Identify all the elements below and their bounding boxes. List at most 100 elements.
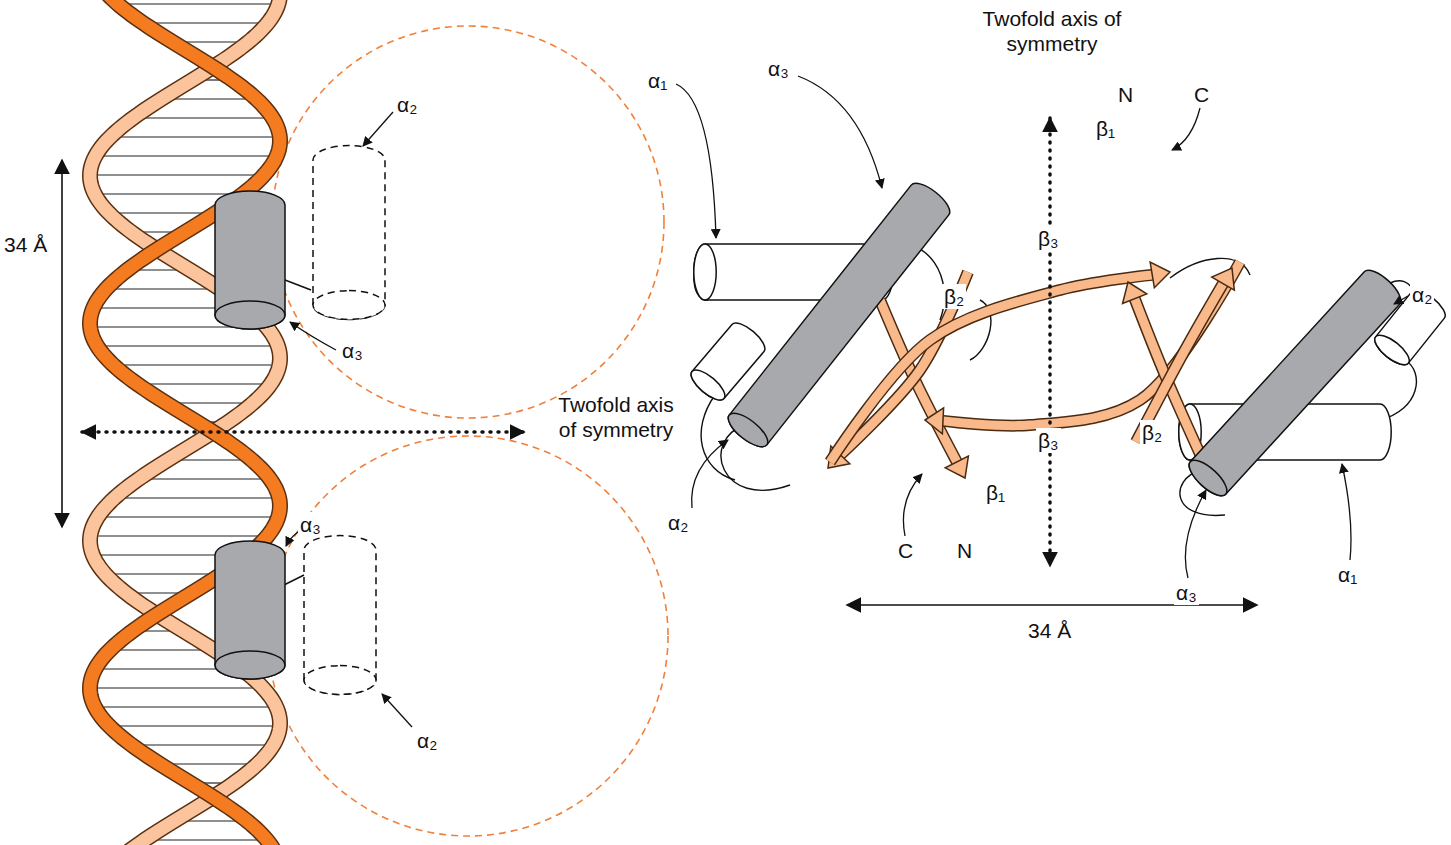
base-pair (118, 649, 206, 650)
base-pair (113, 573, 214, 574)
strand-label: β₂ (1140, 420, 1164, 445)
base-pair (98, 687, 255, 688)
dna-strand (90, 0, 280, 845)
base-pair (168, 763, 250, 764)
leader-line (382, 694, 412, 727)
strand-outline (90, 0, 280, 845)
strand-label: β₁ (984, 480, 1007, 505)
cylinder-cap (1184, 455, 1232, 502)
base-pair (140, 744, 266, 745)
helix-label: α₃ (298, 512, 323, 537)
base-pair (147, 478, 262, 479)
helix-label: α₃ (1174, 580, 1199, 605)
base-pair (103, 706, 268, 707)
axis-label: Twofold axis of symmetry (972, 6, 1132, 56)
cylinder-cap (313, 291, 385, 320)
cylinder-cap (694, 244, 716, 300)
helix-cylinder (215, 541, 285, 679)
base-pair (105, 345, 270, 346)
helix-label: α₂ (395, 92, 419, 117)
protein-dimer (687, 178, 1450, 516)
cylinder-cap (723, 408, 773, 453)
leader-line (676, 84, 716, 238)
strand-body (943, 262, 1240, 426)
base-pair (118, 136, 272, 137)
base-pair (181, 41, 241, 42)
cylinder-body (215, 191, 285, 329)
cylinder-cap (687, 365, 730, 405)
strand-arrowhead (1150, 262, 1170, 288)
base-pair (117, 212, 208, 213)
loop (701, 395, 735, 480)
base-pair (169, 98, 248, 99)
base-pair (98, 174, 256, 175)
terminus-label: N (955, 538, 974, 563)
cylinder-body (313, 146, 385, 320)
leader-line (692, 440, 728, 508)
leader-line (363, 112, 393, 146)
leader-line (1185, 490, 1206, 578)
base-pair (106, 516, 270, 517)
base-pair (176, 459, 244, 460)
helix-cylinder (1184, 265, 1406, 502)
base-pair (141, 117, 265, 118)
symmetry-axis (82, 430, 524, 434)
helix-label: α₃ (766, 56, 791, 81)
leader-line (286, 532, 298, 546)
axis-label: Twofold axis of symmetry (556, 392, 676, 442)
leader-line (1394, 296, 1408, 304)
helix-cylinder (304, 536, 376, 695)
base-pair (151, 22, 260, 23)
cylinder-cap (1370, 330, 1413, 369)
base-pair (153, 839, 259, 840)
linker (285, 280, 311, 290)
leader-line (798, 76, 882, 188)
strand-arrowhead (1123, 282, 1147, 304)
helix-label: α₁ (1336, 562, 1359, 587)
helix-label: α₂ (1410, 282, 1434, 307)
base-pair (103, 193, 235, 194)
base-pair (126, 3, 270, 4)
strand-outline (943, 262, 1240, 426)
helix-cylinder (313, 146, 385, 320)
beta-strand (1136, 268, 1234, 442)
cylinder-body (723, 178, 955, 453)
dashed-circle (268, 436, 668, 836)
cylinder-body (1184, 265, 1406, 502)
strand-label: β₁ (1094, 116, 1117, 141)
helix-label: α₁ (646, 68, 669, 93)
base-pair (117, 725, 272, 726)
cylinder-body (304, 536, 376, 695)
cylinder-body (215, 541, 285, 679)
cylinder-cap (304, 666, 376, 695)
recognition-helices (215, 146, 385, 695)
strand-label: β₂ (942, 284, 966, 309)
base-pair (182, 820, 239, 821)
linker (284, 575, 304, 585)
cylinder-cap (215, 651, 285, 679)
helix-label: α₂ (666, 510, 690, 535)
dna-strand (90, 0, 280, 845)
strand-body (1136, 284, 1223, 442)
helix-cylinder (215, 191, 285, 329)
symmetry-axis (1048, 118, 1052, 566)
dimension-label: 34 Å (1026, 618, 1073, 643)
strand-label: β₃ (1036, 226, 1061, 251)
strand-outline (90, 0, 280, 845)
strand-arrowhead (1212, 268, 1235, 290)
base-pair (174, 402, 245, 403)
terminus-label: C (896, 538, 915, 563)
strand-outline (1136, 284, 1223, 442)
terminus-label: N (1116, 82, 1135, 107)
dna-helix (90, 0, 280, 845)
dimension-arrow (61, 160, 63, 527)
terminus-label: C (1192, 82, 1211, 107)
helix-label: α₃ (340, 338, 365, 363)
dashed-circle (272, 26, 664, 418)
strand-label: β₃ (1036, 428, 1061, 453)
base-pair (123, 497, 272, 498)
cylinder-cap (215, 301, 285, 329)
strand-arrowhead (945, 456, 968, 478)
base-pair (114, 288, 212, 289)
